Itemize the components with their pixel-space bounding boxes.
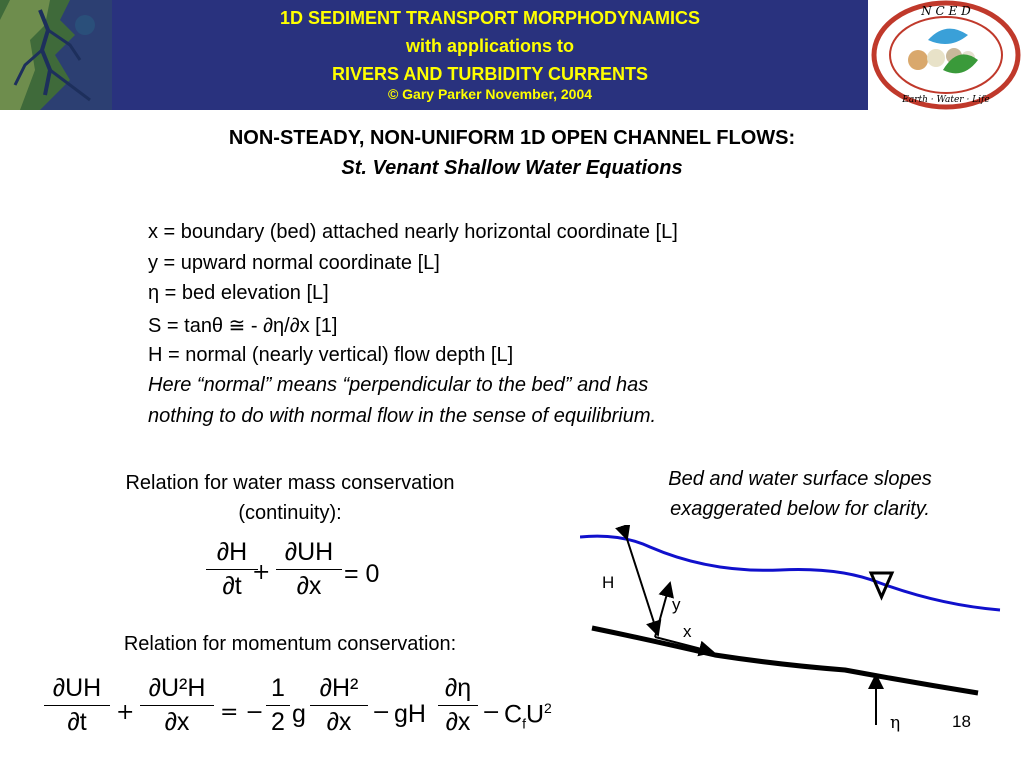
eta-label: η — [890, 713, 900, 733]
momentum-term2-denominator: ∂x — [164, 708, 190, 736]
continuity-term1-numerator: ∂H — [216, 538, 248, 566]
y-axis-arrow — [654, 581, 674, 638]
continuity-label: (continuity): — [238, 502, 342, 524]
definition-y: y = upward normal coordinate [L] — [148, 252, 440, 274]
y-label: y — [672, 595, 681, 614]
definition-eta: η = bed elevation [L] — [148, 282, 329, 304]
course-title-line3: RIVERS AND TURBIDITY CURRENTS — [331, 64, 649, 84]
momentum-conservation-label: Relation for momentum conservation: — [123, 633, 457, 655]
continuity-term2-denominator: ∂x — [296, 572, 322, 600]
header-banner: 1D SEDIMENT TRANSPORT MORPHODYNAMICS wit… — [0, 0, 1024, 112]
bed-line — [591, 625, 979, 696]
continuity-plus: + — [252, 560, 271, 585]
note-line2: nothing to do with normal flow in the se… — [148, 405, 657, 427]
momentum-plus: + — [116, 700, 135, 725]
momentum-half-numerator: 1 — [271, 674, 285, 702]
momentum-half-denominator: 2 — [271, 708, 285, 736]
momentum-gH: gH — [394, 700, 426, 728]
definition-slope: S = tanθ ≅ - ∂η/∂x [1] — [148, 315, 338, 337]
slide-subtitle: St. Venant Shallow Water Equations — [341, 157, 683, 179]
momentum-term4-numerator: ∂η — [444, 674, 472, 702]
momentum-term2-numerator: ∂U²H — [148, 674, 206, 702]
page-number: 18 — [952, 712, 971, 731]
satellite-delta-image — [0, 0, 112, 110]
water-level-symbol — [868, 571, 895, 601]
diagram-caption-line1: Bed and water surface slopes — [668, 468, 932, 490]
continuity-term1-denominator: ∂t — [222, 572, 242, 600]
momentum-g: g — [292, 700, 306, 728]
logo-letters: N C E D — [920, 4, 971, 18]
note-line1: Here “normal” means “perpendicular to th… — [148, 374, 649, 396]
momentum-equation: ∂UH ∂t + ∂U²H ∂x = − 1 2 g ∂H² ∂x − gH ∂… — [44, 674, 584, 760]
copyright-line: © Gary Parker November, 2004 — [387, 86, 593, 102]
momentum-term4-denominator: ∂x — [445, 708, 471, 736]
nced-logo: N C E D Earth · Water · Life — [868, 0, 1024, 110]
continuity-rhs: = 0 — [344, 560, 380, 588]
diagram-caption-line2: exaggerated below for clarity. — [670, 498, 930, 520]
definition-depth: H = normal (nearly vertical) flow depth … — [148, 344, 514, 366]
momentum-term1-numerator: ∂UH — [52, 674, 102, 702]
x-label: x — [683, 622, 692, 641]
momentum-term1-denominator: ∂t — [67, 708, 87, 736]
H-label: H — [602, 573, 614, 592]
depth-arrow — [615, 525, 662, 637]
momentum-minus1: − — [372, 700, 391, 725]
channel-diagram: H y x η 18 — [580, 525, 1001, 733]
definition-x: x = boundary (bed) attached nearly horiz… — [148, 221, 678, 243]
title-box: 1D SEDIMENT TRANSPORT MORPHODYNAMICS wit… — [112, 0, 868, 110]
slide-title: NON-STEADY, NON-UNIFORM 1D OPEN CHANNEL … — [228, 127, 796, 149]
course-title-line2: with applications to — [405, 36, 574, 56]
continuity-equation: ∂H ∂t + ∂UH ∂x = 0 — [200, 538, 440, 618]
momentum-friction-term: CfU2 — [504, 700, 552, 732]
momentum-equals-minus: = − — [220, 700, 264, 725]
water-surface-line — [580, 534, 1001, 612]
continuity-term2-numerator: ∂UH — [284, 538, 334, 566]
momentum-term3-denominator: ∂x — [326, 708, 352, 736]
momentum-minus2: − — [482, 700, 501, 725]
logo-ring-text: Earth · Water · Life — [901, 95, 989, 105]
course-title-line1: 1D SEDIMENT TRANSPORT MORPHODYNAMICS — [279, 8, 701, 28]
mass-conservation-label: Relation for water mass conservation — [125, 472, 455, 494]
x-axis-arrow — [654, 636, 715, 657]
momentum-term3-numerator: ∂H² — [319, 674, 359, 702]
